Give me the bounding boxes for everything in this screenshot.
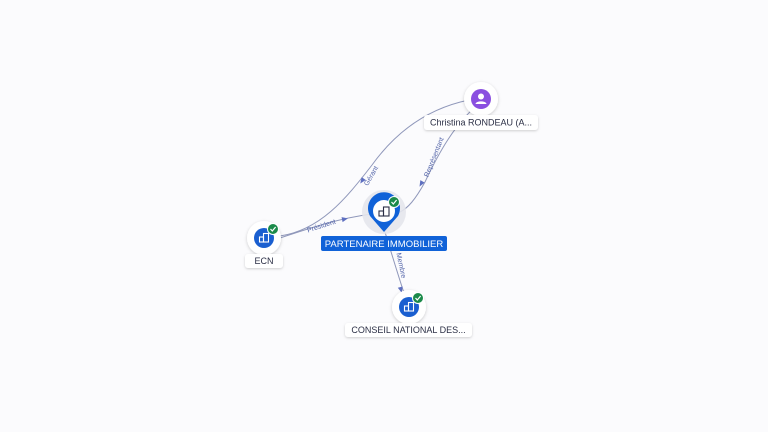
edge-president[interactable]: Président	[279, 213, 373, 239]
edge-representant-arrow	[419, 180, 425, 187]
check-icon	[267, 223, 279, 235]
node-ecn[interactable]: ECN	[245, 221, 283, 268]
node-cnd-label-bg	[345, 323, 472, 337]
edge-membre-arrow	[397, 286, 403, 293]
edge-membre[interactable]: Membre	[384, 231, 407, 297]
node-main[interactable]: PARTENAIRE IMMOBILIER	[321, 190, 447, 251]
building-icon	[258, 232, 270, 243]
node-cnd[interactable]: CONSEIL NATIONAL DES...	[345, 290, 472, 337]
node-ecn-label-bg	[245, 254, 283, 268]
node-main-label-bg	[321, 236, 447, 251]
edge-membre-label: Membre	[394, 252, 406, 279]
node-person-label-bg	[424, 115, 538, 130]
node-ecn-label: ECN	[254, 256, 273, 266]
edge-representant-label: Représentant	[423, 137, 445, 179]
edge-gerant-arrow	[360, 177, 366, 184]
node-person[interactable]: Christina RONDEAU (A...	[424, 82, 538, 130]
edge-gerant-line	[279, 99, 470, 237]
edge-president-arrow	[341, 217, 348, 223]
person-icon	[475, 93, 487, 104]
node-main-label: PARTENAIRE IMMOBILIER	[325, 239, 444, 250]
edge-gerant-label: Gérant	[363, 165, 380, 187]
check-icon	[388, 196, 400, 208]
building-icon	[403, 301, 415, 312]
edge-president-label: Président	[306, 219, 336, 235]
building-icon	[378, 206, 390, 217]
check-icon	[412, 292, 424, 304]
node-person-label: Christina RONDEAU (A...	[430, 118, 532, 128]
node-cnd-label: CONSEIL NATIONAL DES...	[351, 325, 465, 335]
